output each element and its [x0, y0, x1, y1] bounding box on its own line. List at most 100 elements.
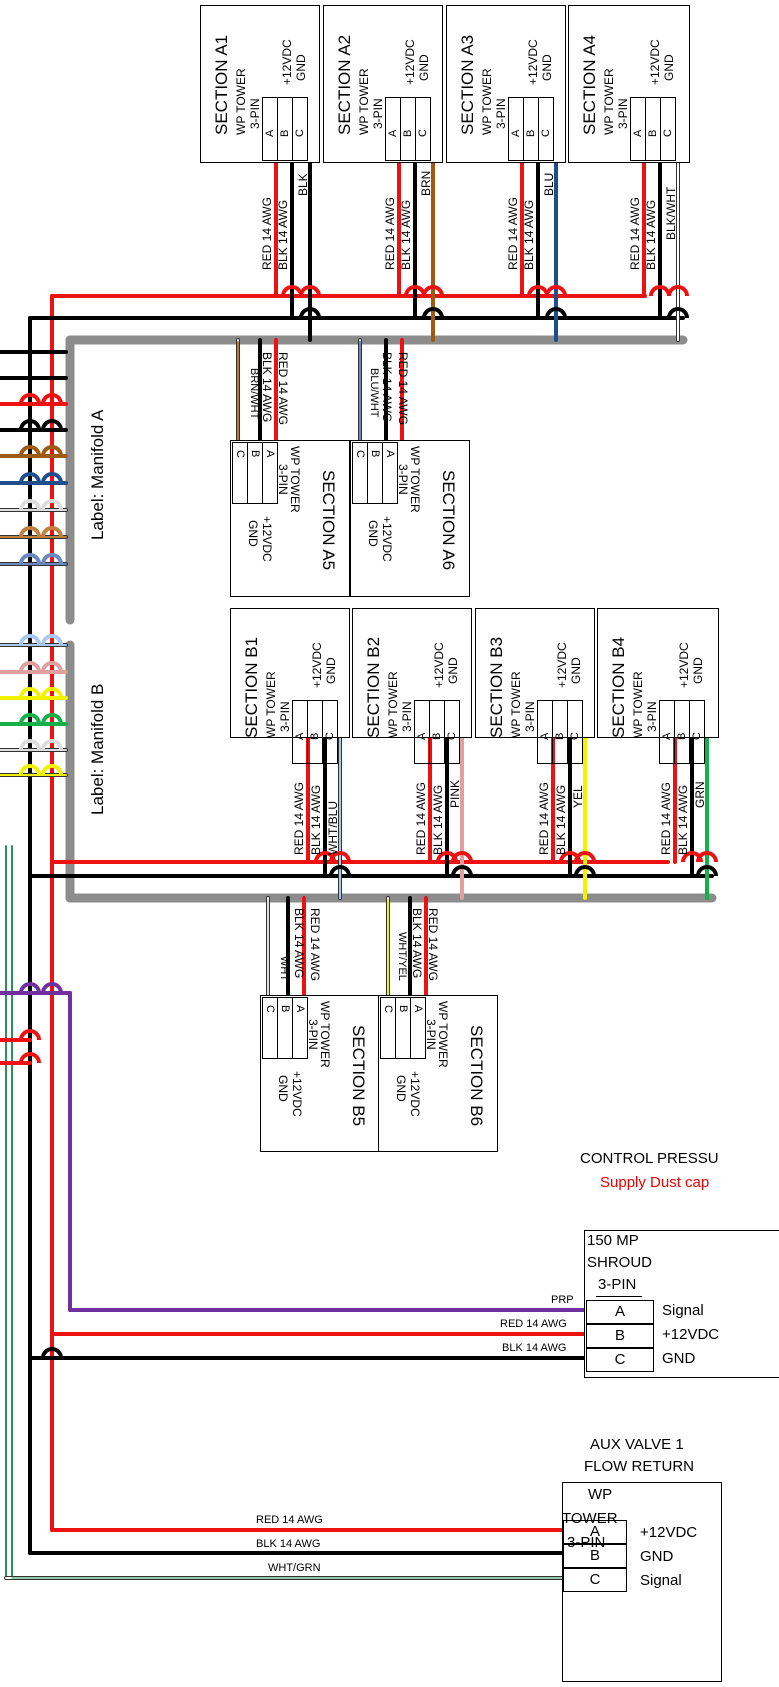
a1-wire-label-blk: BLK 14 AWG — [276, 199, 290, 270]
section-a4-gnd: GND — [662, 54, 676, 81]
wire-crossover — [19, 526, 41, 538]
section-a4-pin-label-C: C — [662, 129, 674, 137]
section-b3-pin-label-B: B — [554, 732, 566, 740]
section-b1-pin-label-B: B — [309, 732, 321, 740]
wire-crossover — [41, 713, 63, 725]
section-b5-pin-C — [262, 997, 278, 1059]
pressure-func-B: +12VDC — [662, 1326, 720, 1343]
section-b2 — [352, 608, 472, 738]
pressure-title: CONTROL PRESSU — [580, 1150, 719, 1167]
section-b6 — [378, 995, 498, 1152]
section-a6 — [350, 440, 470, 597]
section-b4-title: SECTION B4 — [609, 636, 628, 738]
wire-crossover — [329, 865, 351, 877]
wire-crossover — [696, 865, 718, 877]
b2-wire-label-blk: BLK 14 AWG — [431, 784, 445, 855]
a2-wire-label-blk: BLK 14 AWG — [399, 199, 413, 270]
wire-crossover — [451, 865, 473, 877]
wire-crossover — [299, 307, 321, 319]
section-a5-pin-C — [232, 442, 248, 504]
section-a6-wire-label-blk: BLK 14 AWG — [380, 352, 394, 423]
wire-crossover — [19, 661, 41, 673]
section-b6-pins-label: 3-PIN — [424, 1019, 438, 1050]
b2-wire-label-red: RED 14 AWG — [414, 782, 428, 855]
aux-func-A: +12VDC — [640, 1524, 698, 1541]
wire-crossover — [19, 764, 41, 776]
section-a3-pin-label-B: B — [525, 129, 537, 137]
section-b6-wire-label-blk: BLK 14 AWG — [410, 908, 424, 979]
b3-wire-label-sig: YEL — [571, 785, 585, 808]
section-b2-title: SECTION B2 — [364, 636, 383, 738]
pressure-wire-label-1: RED 14 AWG — [500, 1318, 567, 1330]
section-b1-title: SECTION B1 — [242, 636, 261, 738]
section-a6-pin-label-A: A — [384, 450, 396, 458]
section-b5-conn: WP TOWER — [318, 1001, 332, 1068]
section-a5 — [230, 440, 350, 597]
section-a6-wire-label-red: RED 14 AWG — [396, 352, 410, 425]
section-b4-gnd: GND — [691, 657, 705, 684]
section-a5-title: SECTION A5 — [319, 470, 338, 571]
a2-wire-label-sig: BRN — [419, 170, 433, 196]
wire-crossover — [41, 1347, 63, 1359]
section-b1-gnd: GND — [324, 657, 338, 684]
wire-crossover — [667, 307, 689, 319]
wire-crossover — [41, 472, 63, 484]
section-a5-wire-label-red: RED 14 AWG — [276, 352, 290, 425]
section-a3-conn: WP TOWER — [480, 68, 494, 135]
section-b2-pin-label-C: C — [446, 732, 458, 740]
section-a2-title: SECTION A2 — [335, 34, 354, 135]
a4-wire-label-red: RED 14 AWG — [628, 197, 642, 270]
pressure-wire-label-0: PRP — [551, 1294, 574, 1306]
pressure-conn-label-2: 3-PIN — [598, 1276, 637, 1293]
wire-crossover — [329, 851, 351, 863]
wire-crossover — [19, 499, 41, 511]
aux-pin-A: A — [563, 1520, 627, 1544]
section-b3-pin-C — [567, 700, 583, 764]
section-b2-gnd: GND — [446, 657, 460, 684]
section-b2-pin-C — [444, 700, 460, 764]
wire-crossover — [19, 419, 41, 431]
wire-crossover — [19, 472, 41, 484]
b4-wire-label-sig: GRN — [693, 781, 707, 808]
pressure-note: Supply Dust cap — [600, 1174, 710, 1191]
section-b5 — [260, 995, 380, 1152]
section-b6-pin-label-C: C — [382, 1005, 394, 1013]
section-a3-pin-label-A: A — [510, 129, 522, 137]
section-b3-conn: WP TOWER — [509, 671, 523, 738]
wire-crossover — [41, 419, 63, 431]
section-b5-pin-label-A: A — [294, 1005, 306, 1013]
section-a4-conn: WP TOWER — [602, 68, 616, 135]
wire-crossover — [19, 739, 41, 751]
section-a4-v12: +12VDC — [648, 39, 662, 85]
wire-crossover — [422, 285, 444, 297]
wire-crossover — [41, 661, 63, 673]
a1-wire-label-sig: BLK — [296, 173, 310, 196]
a4-wire-label-blk: BLK 14 AWG — [644, 199, 658, 270]
section-a1-pin-label-A: A — [264, 129, 276, 137]
wire-crossover — [41, 526, 63, 538]
section-a1 — [200, 5, 320, 163]
section-a2-pin-label-B: B — [402, 129, 414, 137]
manifold-a-label: Label: Manifold A — [88, 409, 107, 540]
wire-crossover — [299, 285, 321, 297]
section-a2-gnd: GND — [417, 54, 431, 81]
wire-crossover — [545, 285, 567, 297]
wire-crossover — [574, 851, 596, 863]
section-a3-pin-C — [538, 97, 554, 161]
wire-crossover — [19, 393, 41, 405]
section-a5-pin-label-C: C — [234, 450, 246, 458]
wire-crossover — [574, 865, 596, 877]
section-b6-v12: +12VDC — [408, 1071, 422, 1117]
section-b6-title: SECTION B6 — [467, 1025, 486, 1127]
section-a2-pin-label-C: C — [417, 129, 429, 137]
pressure-func-C: GND — [662, 1350, 696, 1367]
aux-conn-label-1: TOWER — [562, 1510, 618, 1527]
section-a3 — [446, 5, 566, 163]
a3-wire-label-red: RED 14 AWG — [506, 197, 520, 270]
manifold-b-label: Label: Manifold B — [88, 683, 107, 815]
section-b3-pin-label-A: A — [539, 732, 551, 740]
section-a2 — [323, 5, 443, 163]
section-b2-pin-label-B: B — [431, 732, 443, 740]
wire-crossover — [19, 687, 41, 699]
pressure-conn-label-1: SHROUD — [587, 1254, 653, 1271]
